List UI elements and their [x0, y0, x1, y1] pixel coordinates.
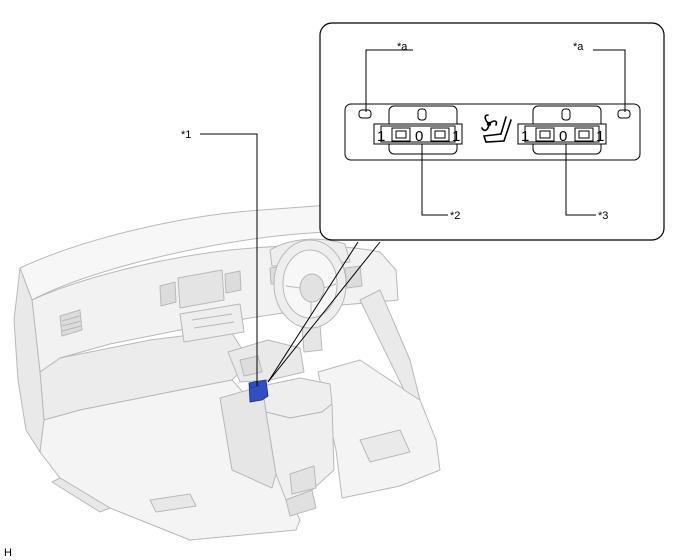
callout-a-left: *a [397, 41, 408, 53]
figure-code: H [4, 547, 12, 559]
indicator-light-right [617, 109, 631, 119]
left-switch-digit-left: 1 [377, 128, 385, 145]
callout-leader-lines [200, 49, 626, 386]
left-seat-switch [373, 105, 463, 155]
right-switch-digit-left: 1 [521, 128, 529, 145]
callout-1: *1 [181, 129, 191, 141]
callout-a-right: *a [573, 41, 584, 53]
inset-leader-lines [267, 241, 381, 383]
callout-2: *2 [450, 210, 460, 222]
right-switch-digit-right: 1 [596, 128, 604, 145]
right-switch-digit-center: 0 [559, 128, 567, 145]
highlighted-switch-assembly [248, 379, 269, 403]
indicator-light-left [358, 109, 372, 119]
seat-ventilation-icon [481, 114, 512, 143]
left-switch-digit-right: 1 [452, 128, 460, 145]
left-switch-digit-center: 0 [415, 128, 423, 145]
switch-digits: 1 0 1 1 0 1 [377, 128, 604, 145]
right-seat-switch [517, 105, 607, 155]
vehicle-interior-illustration [13, 204, 441, 541]
callout-3: *3 [598, 210, 608, 222]
